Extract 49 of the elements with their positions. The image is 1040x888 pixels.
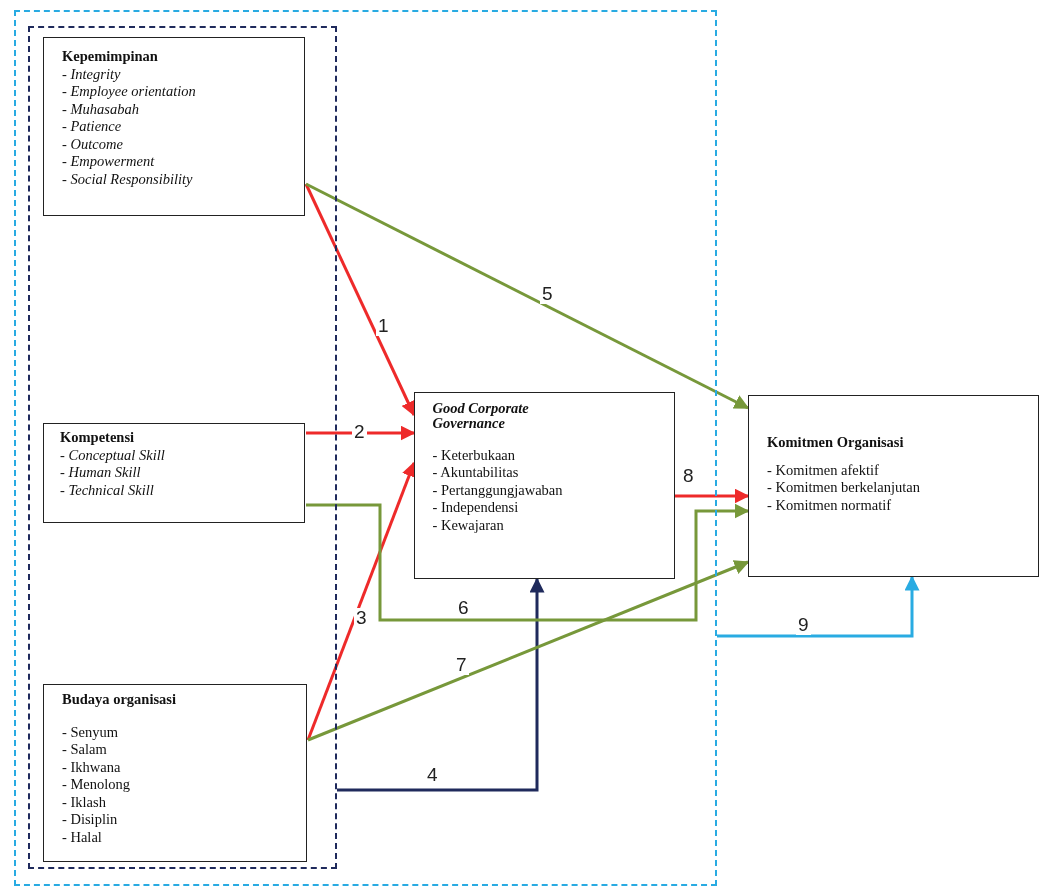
arrow — [304, 183, 416, 417]
list-item: - Pertanggungjawaban — [432, 481, 563, 499]
concept-box — [413, 391, 675, 579]
concept-box — [748, 395, 1039, 577]
box-heading: Budaya organisasi — [62, 691, 177, 709]
list-item: - Keterbukaan — [432, 446, 516, 464]
list-item: - Social Responsibility — [62, 170, 193, 188]
arrow — [337, 577, 545, 792]
list-item: - Kewajaran — [432, 516, 504, 534]
list-item: - Independensi — [432, 499, 519, 517]
list-item: - Ikhwana — [62, 758, 121, 776]
edge-label: 1 — [376, 316, 391, 336]
list-item: - Conceptual Skill — [60, 446, 165, 464]
list-item: - Technical Skill — [60, 481, 154, 499]
inner-dashed-frame — [27, 25, 337, 869]
concept-box — [43, 423, 305, 523]
list-item: - Patience — [62, 118, 122, 136]
list-item: - Disiplin — [62, 811, 118, 829]
arrow — [306, 425, 416, 441]
concept-box — [43, 37, 305, 216]
outer-dashed-frame — [14, 10, 717, 886]
box-heading: Kompetensi — [60, 429, 135, 447]
box-heading: Komitmen Organisasi — [767, 434, 904, 452]
list-item: - Komitmen afektif — [767, 461, 879, 479]
list-item: - Iklash — [62, 793, 106, 811]
list-item: - Senyum — [62, 723, 118, 741]
arrow — [307, 560, 750, 742]
list-item: - Salam — [62, 741, 107, 759]
concept-box — [43, 684, 307, 862]
list-item: - Komitmen berkelanjutan — [767, 479, 920, 497]
list-item: - Empowerment — [62, 153, 155, 171]
edge-label: 5 — [540, 284, 555, 304]
arrow — [306, 503, 750, 622]
arrow — [675, 488, 750, 504]
list-item: - Muhasabah — [62, 100, 139, 118]
box-heading: Kepemimpinan — [62, 48, 158, 66]
list-item: - Halal — [62, 828, 102, 846]
edge-label: 7 — [454, 655, 469, 675]
list-item: - Akuntabilitas — [432, 464, 519, 482]
arrow — [717, 575, 920, 638]
list-item: - Komitmen normatif — [767, 496, 892, 514]
list-item: - Integrity — [62, 65, 121, 83]
edge-label: 9 — [796, 615, 811, 635]
box-heading: Good Corporate Governance — [432, 400, 530, 431]
list-item: - Menolong — [62, 776, 131, 794]
list-item: - Employee orientation — [62, 83, 196, 101]
arrow — [305, 182, 750, 410]
list-item: - Human Skill — [60, 464, 141, 482]
list-item: - Outcome — [62, 135, 123, 153]
